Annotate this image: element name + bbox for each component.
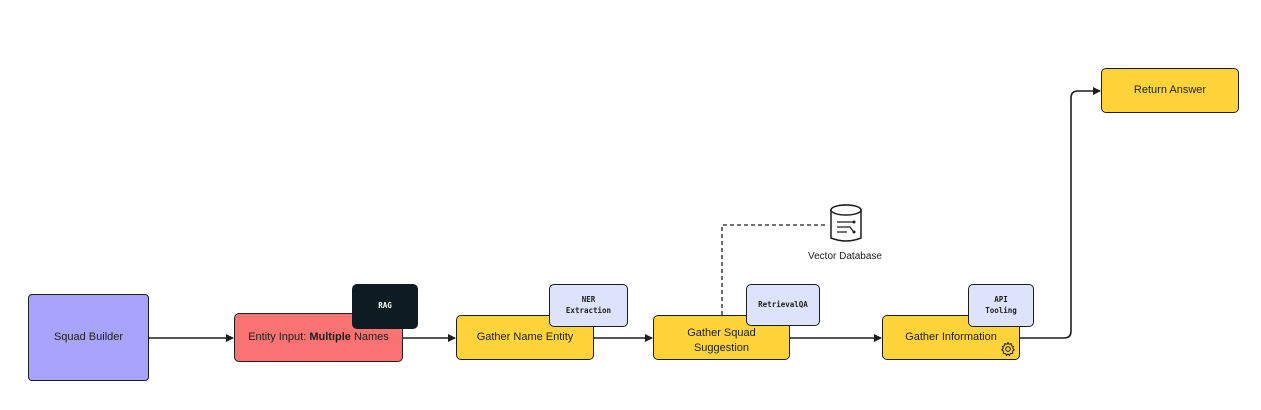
api-tooling-tag-label: API Tooling <box>985 295 1017 315</box>
retrievalqa-tag-label: RetrievalQA <box>758 299 808 309</box>
gather-information-label: Gather Information <box>905 331 997 344</box>
entity-input-prefix: Entity Input: <box>248 331 310 344</box>
gather-name-entity-node[interactable]: Gather Name Entity <box>456 315 594 360</box>
ner-extraction-tag-label: NER Extraction <box>565 295 612 315</box>
retrievalqa-tag: RetrievalQA <box>746 284 820 326</box>
edge-vector-database-dashed <box>721 224 828 315</box>
rag-tag: RAG <box>352 284 418 329</box>
squad-builder-label: Squad Builder <box>53 331 124 344</box>
gather-name-entity-label: Gather Name Entity <box>476 331 574 344</box>
database-icon <box>830 204 862 242</box>
entity-input-node[interactable]: Entity Input: Multiple Names <box>234 313 403 362</box>
entity-input-bold: Multiple <box>309 331 351 344</box>
rag-tag-label: RAG <box>378 301 392 311</box>
return-answer-node[interactable]: Return Answer <box>1101 68 1239 113</box>
ner-extraction-tag: NER Extraction <box>549 284 628 327</box>
api-tooling-tag: API Tooling <box>968 284 1034 327</box>
return-answer-label: Return Answer <box>1133 84 1207 97</box>
squad-builder-node[interactable]: Squad Builder <box>28 294 149 381</box>
gear-icon <box>1000 341 1016 357</box>
entity-input-suffix: Names <box>350 331 389 344</box>
edge-gather-info-to-return-answer <box>1020 87 1101 339</box>
vector-database-label: Vector Database <box>808 251 882 262</box>
gather-squad-suggestion-label: Gather Squad Suggestion <box>687 326 756 354</box>
entity-input-label: Entity Input: Multiple Names <box>248 330 389 345</box>
